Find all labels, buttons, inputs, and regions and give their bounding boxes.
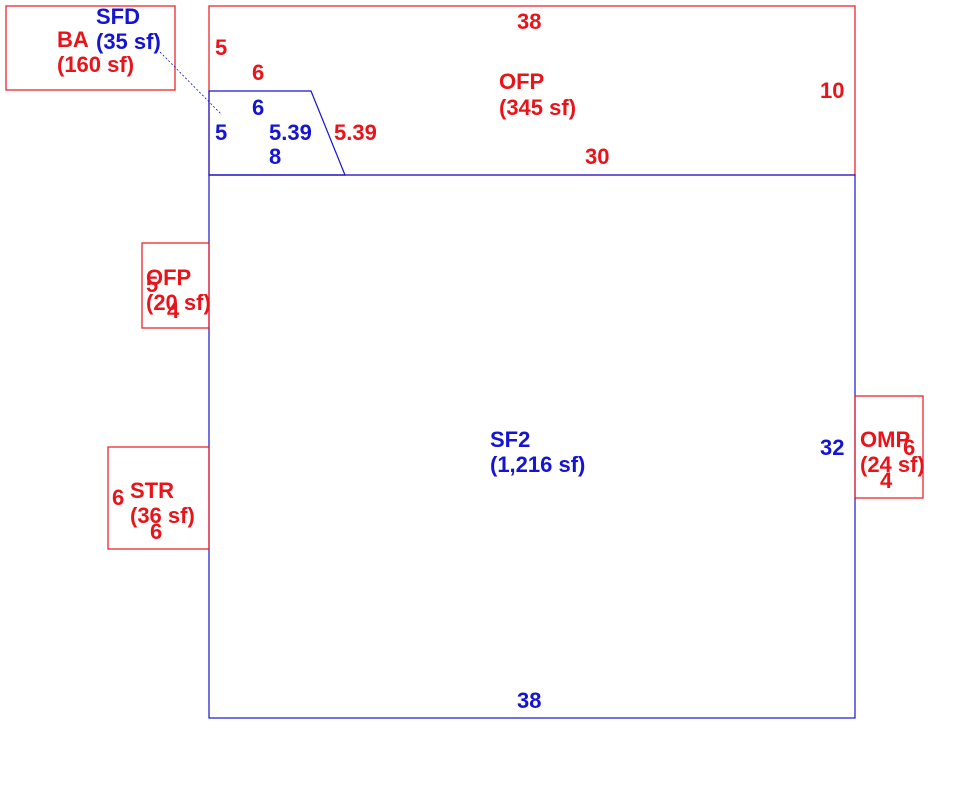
- sf2-name: SF2: [490, 427, 530, 452]
- dim-str-bottom: 6: [150, 519, 162, 544]
- ofp-top-area: (345 sf): [499, 95, 576, 120]
- dim-sfd-top: 6: [252, 95, 264, 120]
- dim-sfd-slant: 5.39: [269, 120, 312, 145]
- ba-name: BA: [57, 27, 89, 52]
- sf2-area: (1,216 sf): [490, 452, 585, 477]
- ofp-left-name: OFP: [146, 265, 191, 290]
- ba-area: (160 sf): [57, 52, 134, 77]
- omp-outline: [854, 395, 924, 499]
- dim-omp-bottom: 4: [880, 468, 893, 493]
- sfd-area: (35 sf): [96, 29, 161, 54]
- ofp-top-name: OFP: [499, 69, 544, 94]
- dim-sf2-bottom: 38: [517, 688, 541, 713]
- str-outline: [107, 446, 210, 550]
- dim-sf2-right: 32: [820, 435, 844, 460]
- ba-outline: [5, 5, 176, 91]
- omp-area: (24 sf): [860, 452, 925, 477]
- sfd-name: SFD: [96, 4, 140, 29]
- dim-ofp-left-side: 5: [146, 272, 158, 297]
- dim-sfd-left: 5: [215, 120, 227, 145]
- dim-ofp-top-inner-top: 6: [252, 60, 264, 85]
- dim-ofp-top-width: 38: [517, 9, 541, 34]
- dim-ofp-top-slant: 5.39: [334, 120, 377, 145]
- dim-str-left: 6: [112, 485, 124, 510]
- sfd-outline: [208, 90, 346, 176]
- dim-ofp-top-bottom: 30: [585, 144, 609, 169]
- sfd-leader-line: [159, 51, 223, 116]
- str-area: (36 sf): [130, 503, 195, 528]
- ofp-left-area: (20 sf): [146, 290, 211, 315]
- dim-ofp-left-bottom: 4: [167, 298, 180, 323]
- ofp-left-outline: [141, 242, 210, 329]
- omp-name: OMP: [860, 427, 910, 452]
- dim-ofp-top-left-upper: 5: [215, 35, 227, 60]
- sf2-outline: [208, 174, 856, 719]
- dim-ofp-top-right: 10: [820, 78, 844, 103]
- str-name: STR: [130, 478, 174, 503]
- dim-sfd-bottom: 8: [269, 144, 281, 169]
- dim-omp-right: 6: [903, 435, 915, 460]
